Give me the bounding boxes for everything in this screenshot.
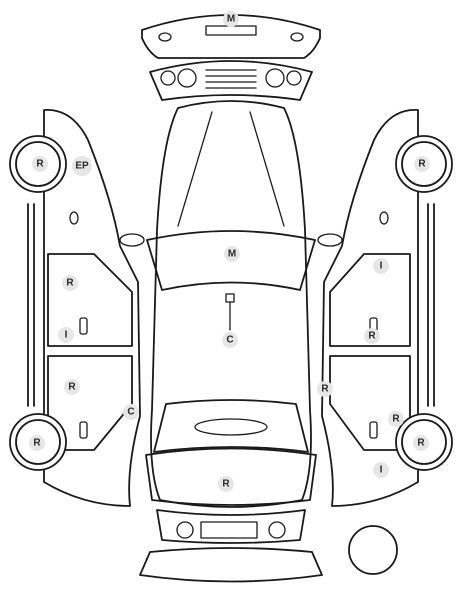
damage-marker-r-left-rear-wheel: R [29, 435, 45, 451]
marker-label: R [392, 414, 400, 425]
right-side-view [321, 109, 453, 507]
marker-label: R [222, 479, 230, 490]
damage-markers: M R EP R M R I C I R R R C R R R I R [29, 11, 430, 492]
marker-label: R [368, 331, 376, 342]
marker-label: M [228, 249, 236, 260]
marker-badge [413, 435, 429, 451]
damage-marker-m-roof: M [224, 246, 240, 262]
rear-bumper [139, 547, 323, 583]
damage-marker-r-right-rear-wheel: R [413, 435, 429, 451]
damage-marker-i-right-rear-quarter: I [373, 462, 389, 478]
marker-badge [317, 381, 333, 397]
marker-badge [373, 462, 389, 478]
marker-badge [64, 379, 80, 395]
damage-marker-ep-left-fender: EP [72, 156, 92, 176]
marker-badge [32, 156, 48, 172]
damage-marker-c-left-rear-door: C [123, 404, 139, 420]
marker-badge [123, 404, 139, 420]
marker-badge [224, 246, 240, 262]
marker-badge [364, 328, 380, 344]
damage-marker-m-top: M [223, 11, 239, 27]
car-body-top [119, 100, 343, 508]
damage-marker-i-left-front-door: I [58, 327, 74, 343]
marker-badge [414, 156, 430, 172]
marker-label: C [127, 407, 134, 418]
spare-wheel [348, 525, 398, 575]
marker-badge [373, 258, 389, 274]
damage-marker-r-left-front-door: R [62, 275, 78, 291]
front-headlights [149, 60, 313, 101]
marker-label: R [417, 438, 425, 449]
damage-marker-r-left-front-wheel: R [32, 156, 48, 172]
damage-marker-c-roof-antenna: C [222, 332, 238, 348]
marker-badge [388, 411, 404, 427]
marker-badge [222, 332, 238, 348]
marker-label: C [226, 335, 233, 346]
marker-label: I [380, 465, 383, 476]
marker-label: M [227, 14, 235, 25]
damage-marker-r-right-rear-door: R [317, 381, 333, 397]
marker-label: I [65, 330, 68, 341]
damage-marker-r-right-rear-quarter: R [388, 411, 404, 427]
damage-marker-r-right-front-door: R [364, 328, 380, 344]
damage-marker-r-left-rear-door: R [64, 379, 80, 395]
marker-label: I [380, 261, 383, 272]
left-side-view [9, 109, 141, 507]
damage-marker-i-right-front-door: I [373, 258, 389, 274]
marker-badge [223, 11, 239, 27]
marker-label: R [66, 278, 74, 289]
damage-marker-r-right-front-wheel: R [414, 156, 430, 172]
marker-label: EP [75, 161, 89, 172]
marker-badge [58, 327, 74, 343]
marker-label: R [36, 159, 44, 170]
marker-label: R [418, 159, 426, 170]
marker-label: R [33, 438, 41, 449]
marker-label: R [68, 382, 76, 393]
marker-badge [62, 275, 78, 291]
damage-marker-r-trunk: R [218, 476, 234, 492]
marker-badge [29, 435, 45, 451]
marker-label: R [321, 384, 329, 395]
marker-badge [218, 476, 234, 492]
marker-badge [72, 156, 92, 176]
rear-lights [156, 509, 306, 544]
